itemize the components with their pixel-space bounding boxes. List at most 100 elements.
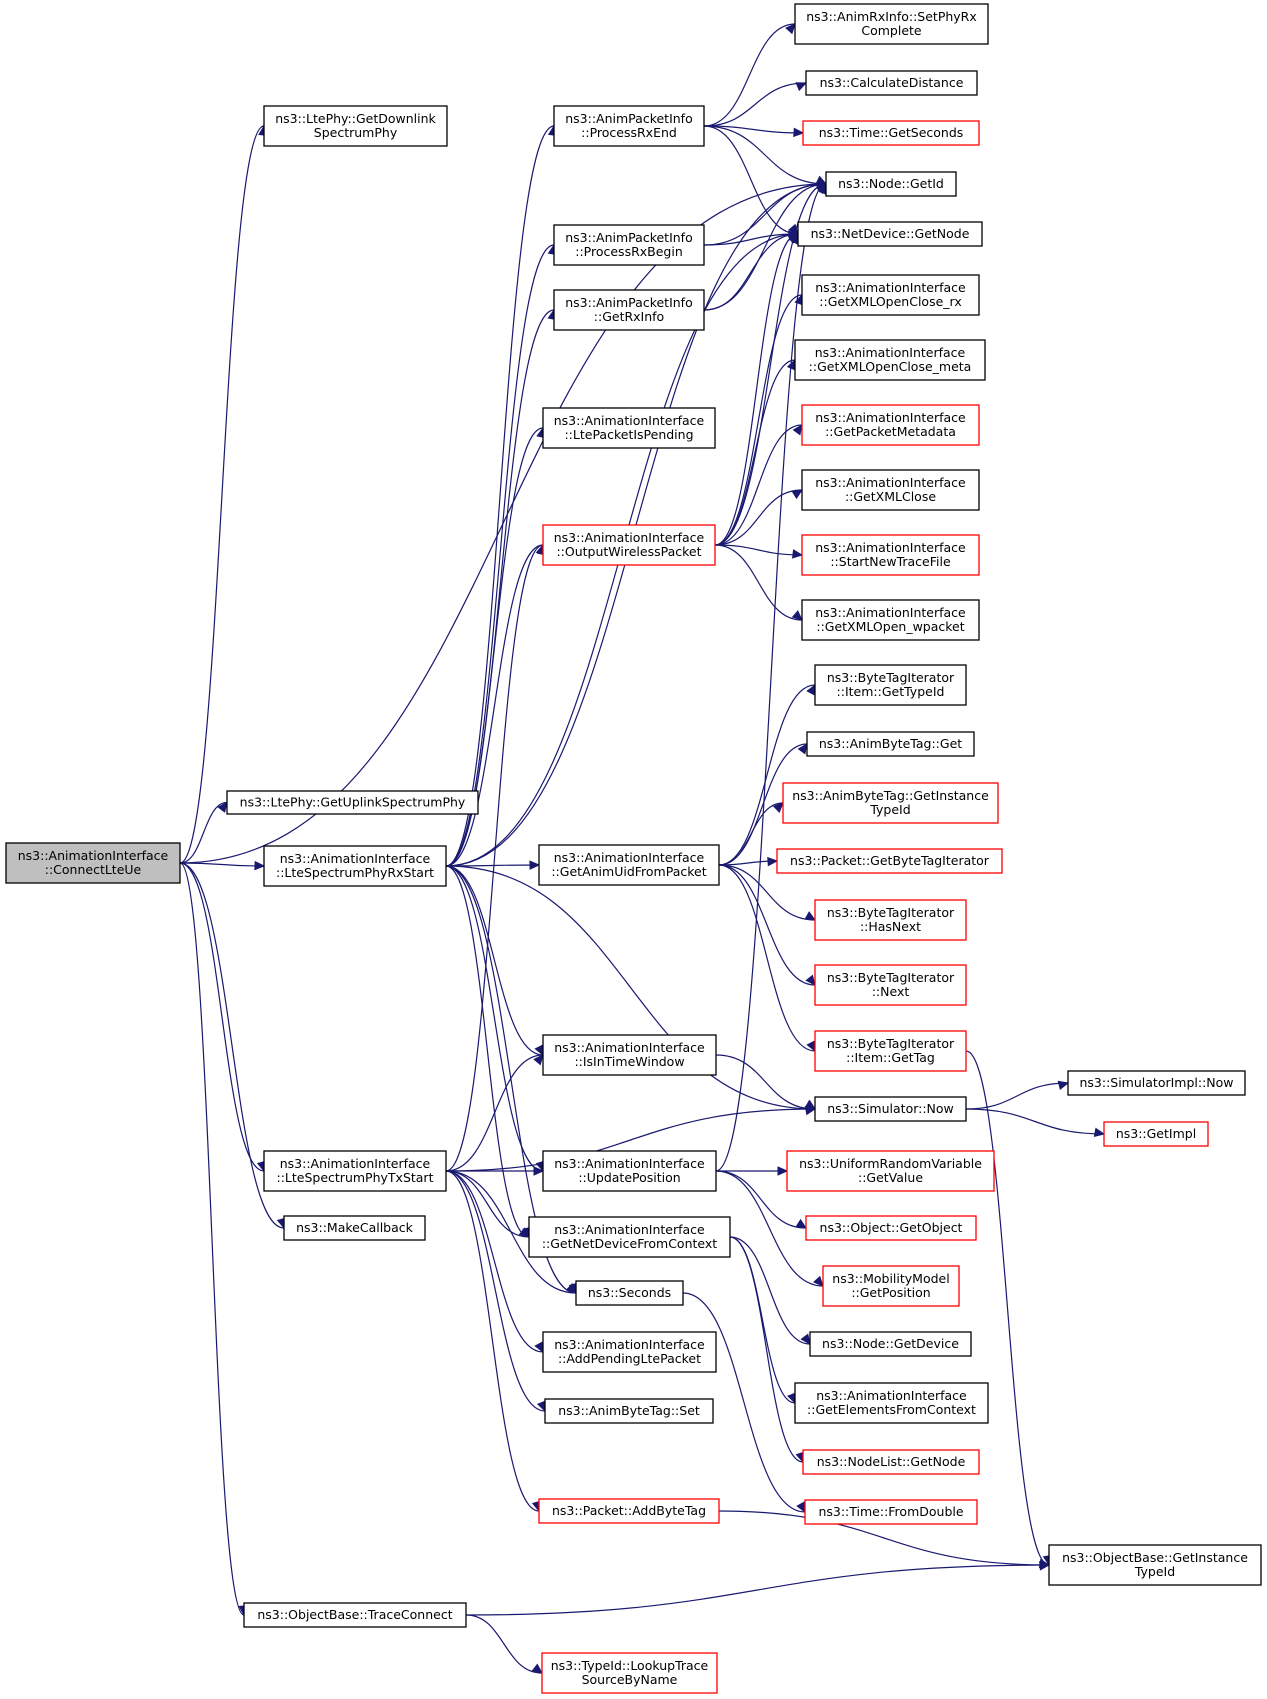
node-getRxInfo[interactable]: ns3::AnimPacketInfo::GetRxInfo xyxy=(553,289,705,331)
node-getNetDeviceFromContext[interactable]: ns3::AnimationInterface::GetNetDeviceFro… xyxy=(528,1216,731,1258)
node-label: ::Item::GetTypeId xyxy=(837,684,945,699)
node-xmlClose[interactable]: ns3::AnimationInterface::GetXMLClose xyxy=(801,469,980,511)
node-label: ns3::NodeList::GetNode xyxy=(817,1454,966,1469)
node-traceConnect[interactable]: ns3::ObjectBase::TraceConnect xyxy=(243,1602,467,1628)
node-xmlMeta[interactable]: ns3::AnimationInterface::GetXMLOpenClose… xyxy=(794,339,986,381)
node-processRxEnd[interactable]: ns3::AnimPacketInfo::ProcessRxEnd xyxy=(553,105,705,147)
node-simulatorNow[interactable]: ns3::Simulator::Now xyxy=(814,1096,967,1122)
node-label: ::LteSpectrumPhyRxStart xyxy=(276,865,434,880)
node-addPendingLte[interactable]: ns3::AnimationInterface::AddPendingLtePa… xyxy=(542,1331,717,1373)
node-netDeviceGetNode[interactable]: ns3::NetDevice::GetNode xyxy=(797,221,983,247)
node-getImpl[interactable]: ns3::GetImpl xyxy=(1103,1121,1209,1147)
node-mobilityGetPosition[interactable]: ns3::MobilityModel::GetPosition xyxy=(822,1265,960,1307)
node-label: ns3::Node::GetId xyxy=(838,176,944,191)
node-ltePacketIsPending[interactable]: ns3::AnimationInterface::LtePacketIsPend… xyxy=(542,407,716,449)
edge-rxStart-to-processRxEnd xyxy=(445,124,558,867)
node-label: ::GetXMLOpenClose_rx xyxy=(819,294,961,309)
edge-connect-to-rxStart xyxy=(179,860,266,871)
node-label: ns3::Simulator::Now xyxy=(827,1101,954,1116)
node-label: ::GetXMLOpenClose_meta xyxy=(809,359,972,374)
node-makeCallback[interactable]: ns3::MakeCallback xyxy=(283,1215,426,1241)
node-addByteTag[interactable]: ns3::Packet::AddByteTag xyxy=(538,1498,720,1524)
node-getByteTagIterator[interactable]: ns3::Packet::GetByteTagIterator xyxy=(776,848,1003,874)
node-updatePosition[interactable]: ns3::AnimationInterface::UpdatePosition xyxy=(542,1150,717,1192)
node-isInTimeWindow[interactable]: ns3::AnimationInterface::IsInTimeWindow xyxy=(542,1034,717,1076)
node-label: ::StartNewTraceFile xyxy=(830,554,951,569)
node-getUplink[interactable]: ns3::LtePhy::GetUplinkSpectrumPhy xyxy=(226,790,479,815)
node-objectGetObject[interactable]: ns3::Object::GetObject xyxy=(805,1215,977,1241)
node-label: ::AddPendingLtePacket xyxy=(558,1351,701,1366)
edge-isInTimeWindow-to-simulatorNow xyxy=(715,1054,817,1110)
node-uniformGetValue[interactable]: ns3::UniformRandomVariable::GetValue xyxy=(786,1150,995,1192)
edge-getNetDeviceFromContext-to-nodeListGetNode xyxy=(729,1236,805,1464)
node-next[interactable]: ns3::ByteTagIterator::Next xyxy=(814,964,967,1006)
node-label: ns3::Packet::GetByteTagIterator xyxy=(790,853,990,868)
node-label: ns3::Packet::AddByteTag xyxy=(552,1503,706,1518)
node-calcDistance[interactable]: ns3::CalculateDistance xyxy=(805,70,978,96)
edge-itemGetTag-to-objectBaseInstance xyxy=(965,1050,1053,1567)
edge-traceConnect-to-objectBaseInstance xyxy=(465,1561,1051,1616)
node-hasNext[interactable]: ns3::ByteTagIterator::HasNext xyxy=(814,899,967,941)
node-animByteTagSet[interactable]: ns3::AnimByteTag::Set xyxy=(544,1398,714,1424)
node-nodeGetDevice[interactable]: ns3::Node::GetDevice xyxy=(809,1331,972,1357)
node-xmlOpenWpacket[interactable]: ns3::AnimationInterface::GetXMLOpen_wpac… xyxy=(801,599,980,641)
node-label: ns3::TypeId::LookupTrace xyxy=(551,1658,709,1673)
call-edges xyxy=(179,23,1106,1674)
node-getPacketMetadata[interactable]: ns3::AnimationInterface::GetPacketMetada… xyxy=(801,404,980,446)
edge-connect-to-getUplink xyxy=(179,801,228,864)
node-label: SpectrumPhy xyxy=(314,125,398,140)
node-timeFromDouble[interactable]: ns3::Time::FromDouble xyxy=(804,1499,978,1525)
node-label: ns3::AnimationInterface xyxy=(280,851,431,866)
node-label: ::GetPacketMetadata xyxy=(825,424,956,439)
edge-updatePosition-to-uniformGetValue xyxy=(716,1166,789,1176)
edge-txStart-to-isInTimeWindow xyxy=(445,1054,544,1172)
node-label: ns3::Time::FromDouble xyxy=(818,1504,963,1519)
node-label: ::Item::GetTag xyxy=(846,1050,935,1065)
node-txStart[interactable]: ns3::AnimationInterface::LteSpectrumPhyT… xyxy=(263,1150,447,1192)
edge-getAnimUid-to-animByteTagInstance xyxy=(718,802,784,866)
node-label: ns3::UniformRandomVariable xyxy=(799,1156,982,1171)
node-processRxBegin[interactable]: ns3::AnimPacketInfo::ProcessRxBegin xyxy=(553,224,705,266)
node-connect[interactable]: ns3::AnimationInterface::ConnectLteUe xyxy=(5,842,181,884)
node-label: ::Next xyxy=(872,984,910,999)
node-simImplNow[interactable]: ns3::SimulatorImpl::Now xyxy=(1067,1070,1246,1096)
node-itemGetTag[interactable]: ns3::ByteTagIterator::Item::GetTag xyxy=(814,1030,967,1072)
node-label: ns3::AnimPacketInfo xyxy=(565,295,692,310)
node-label: ns3::AnimPacketInfo xyxy=(565,230,692,245)
node-label: ns3::ByteTagIterator xyxy=(827,670,955,685)
node-outputWireless[interactable]: ns3::AnimationInterface::OutputWirelessP… xyxy=(542,524,716,566)
edge-outputWireless-to-xmlClose xyxy=(714,489,804,546)
node-label: ns3::AnimationInterface xyxy=(280,1156,431,1171)
edge-traceConnect-to-lookupTrace xyxy=(465,1614,543,1674)
node-label: ns3::AnimationInterface xyxy=(815,605,966,620)
node-timeGetSeconds[interactable]: ns3::Time::GetSeconds xyxy=(802,120,980,146)
node-label: ns3::AnimationInterface xyxy=(815,540,966,555)
edge-processRxBegin-to-netDeviceGetNode xyxy=(703,230,800,246)
node-label: SourceByName xyxy=(582,1672,678,1687)
edge-processRxEnd-to-timeGetSeconds xyxy=(703,125,805,138)
node-getAnimUid[interactable]: ns3::AnimationInterface::GetAnimUidFromP… xyxy=(538,844,720,886)
node-label: ns3::AnimationInterface xyxy=(815,410,966,425)
node-startNewTrace[interactable]: ns3::AnimationInterface::StartNewTraceFi… xyxy=(801,534,980,576)
node-xmlRx[interactable]: ns3::AnimationInterface::GetXMLOpenClose… xyxy=(801,274,980,316)
node-getElementsFromContext[interactable]: ns3::AnimationInterface::GetElementsFrom… xyxy=(794,1382,989,1424)
edge-addByteTag-to-objectBaseInstance xyxy=(718,1510,1051,1569)
node-rxStart[interactable]: ns3::AnimationInterface::LteSpectrumPhyR… xyxy=(263,845,447,887)
node-itemGetTypeId[interactable]: ns3::ByteTagIterator::Item::GetTypeId xyxy=(814,664,967,706)
node-animByteTagGet[interactable]: ns3::AnimByteTag::Get xyxy=(806,731,975,757)
edge-getAnimUid-to-itemGetTypeId xyxy=(718,683,816,866)
edge-rxStart-to-isInTimeWindow xyxy=(445,865,544,1057)
node-label: ns3::Object::GetObject xyxy=(820,1220,963,1235)
edge-outputWireless-to-netDeviceGetNode xyxy=(714,232,801,546)
node-label: ns3::NetDevice::GetNode xyxy=(811,226,970,241)
node-nodeListGetNode[interactable]: ns3::NodeList::GetNode xyxy=(802,1449,980,1475)
node-nodeGetId[interactable]: ns3::Node::GetId xyxy=(825,171,957,197)
node-seconds[interactable]: ns3::Seconds xyxy=(575,1280,684,1306)
node-label: Complete xyxy=(861,23,922,38)
node-label: ns3::LtePhy::GetDownlink xyxy=(275,111,436,126)
